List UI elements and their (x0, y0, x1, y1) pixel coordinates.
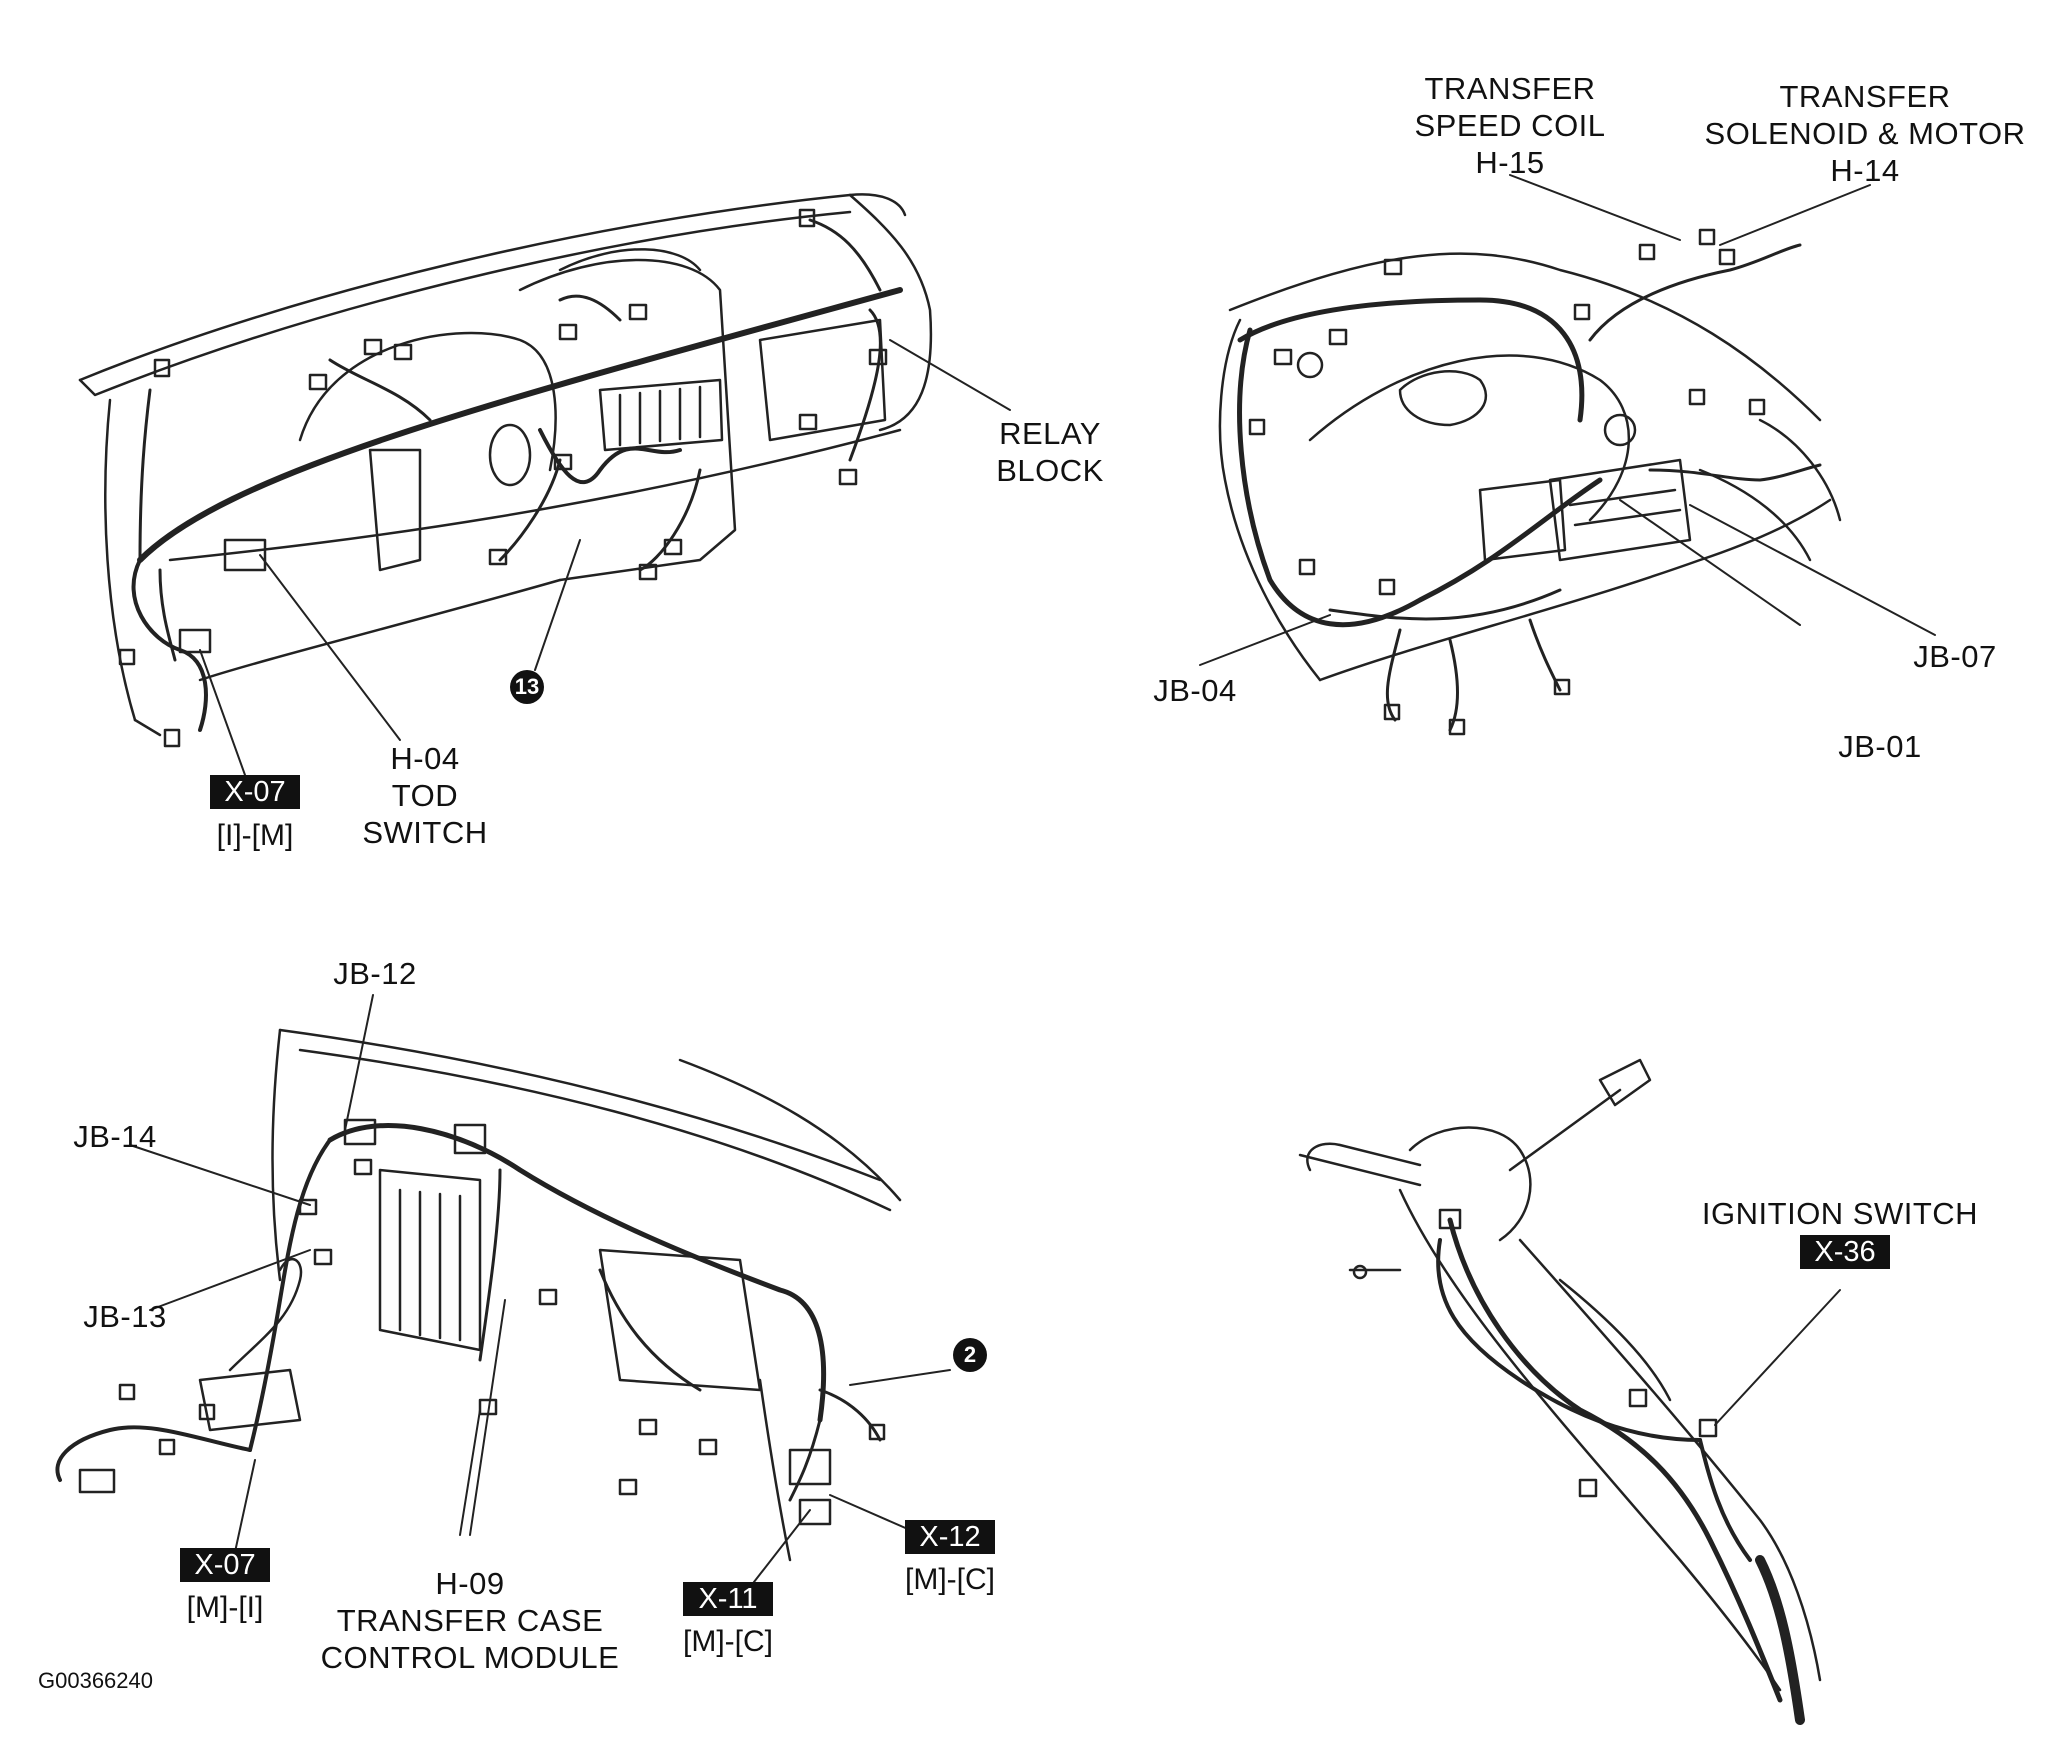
x07-console-sub: [M]-[I] (186, 1591, 264, 1624)
jb04-label: JB-04 (1153, 673, 1237, 708)
x07-dash-sub: [I]-[M] (216, 819, 294, 852)
jb01-label: JB-01 (1838, 729, 1922, 764)
jb14-label: JB-14 (73, 1119, 157, 1154)
solenoid-line2: SOLENOID & MOTOR (1704, 116, 2026, 151)
h09-line3: CONTROL MODULE (320, 1640, 620, 1675)
jb13-label: JB-13 (83, 1299, 167, 1334)
tod-switch-label: H-04 TOD SWITCH (360, 740, 490, 851)
x12-tag: X-12 (905, 1520, 995, 1554)
console-illustration (55, 994, 951, 1601)
x12-sub: [M]-[C] (905, 1563, 995, 1596)
h09-label: H-09 TRANSFER CASE CONTROL MODULE (310, 1565, 630, 1676)
tod-switch-code: H-04 (390, 741, 460, 776)
relay-block-line2: BLOCK (996, 453, 1104, 488)
dashboard-illustration (78, 193, 1011, 776)
solenoid-line1: TRANSFER (1779, 79, 1951, 114)
solenoid-code: H-14 (1830, 153, 1900, 188)
x11-sub: [M]-[C] (683, 1625, 773, 1658)
speed-coil-line1: TRANSFER (1424, 71, 1596, 106)
tod-switch-line3: SWITCH (362, 815, 488, 850)
tod-switch-line2: TOD (391, 778, 459, 813)
ignition-switch-label: IGNITION SWITCH (1701, 1196, 1979, 1231)
engine-bay-illustration (1199, 174, 1936, 736)
relay-block-line1: RELAY (999, 416, 1101, 451)
transfer-speed-coil-label: TRANSFER SPEED COIL H-15 (1400, 70, 1620, 181)
speed-coil-code: H-15 (1475, 145, 1545, 180)
x36-tag: X-36 (1800, 1235, 1890, 1269)
jb12-label: JB-12 (333, 956, 417, 991)
jb07-label: JB-07 (1913, 639, 1997, 674)
callout-2: 2 (953, 1338, 987, 1372)
h09-code: H-09 (435, 1566, 505, 1601)
h09-line2: TRANSFER CASE (336, 1603, 604, 1638)
x11-tag: X-11 (683, 1582, 773, 1616)
callout-13: 13 (510, 670, 544, 704)
speed-coil-line2: SPEED COIL (1414, 108, 1606, 143)
relay-block-label: RELAY BLOCK (985, 415, 1115, 489)
x07-console-tag: X-07 (180, 1548, 270, 1582)
x07-dash-tag: X-07 (210, 775, 300, 809)
transfer-solenoid-motor-label: TRANSFER SOLENOID & MOTOR H-14 (1700, 78, 2030, 189)
figure-code: G00366240 (38, 1668, 153, 1693)
steering-column-illustration (1298, 1058, 1841, 1725)
